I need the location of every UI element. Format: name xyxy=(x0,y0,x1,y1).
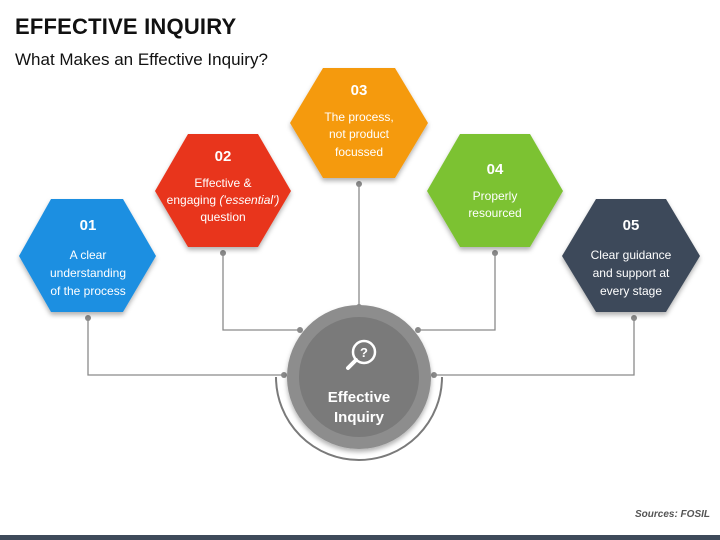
connector-dot xyxy=(281,372,287,378)
connector-01 xyxy=(87,318,284,376)
hex-item-03: 03 The process, not product focussed xyxy=(290,68,428,178)
connector-dot xyxy=(297,327,303,333)
hex-line: focussed xyxy=(335,145,383,159)
hex-number: 02 xyxy=(215,148,232,165)
hub: ? Effective Inquiry xyxy=(275,305,443,461)
connector-04 xyxy=(418,253,496,331)
svg-text:?: ? xyxy=(360,345,368,360)
connector-dot xyxy=(492,250,498,256)
connector-05 xyxy=(434,318,635,376)
connectors xyxy=(87,184,635,376)
page-subtitle: What Makes an Effective Inquiry? xyxy=(15,50,268,69)
hex-number: 01 xyxy=(80,217,97,234)
hex-line: not product xyxy=(329,127,390,141)
hex-number: 03 xyxy=(351,82,368,99)
hex-item-04: 04 Properly resourced xyxy=(427,134,563,247)
hex-line: Properly xyxy=(473,189,518,203)
connector-dot xyxy=(431,372,437,378)
connector-02 xyxy=(222,253,300,331)
hex-line: Effective & xyxy=(194,176,251,190)
connector-dot xyxy=(631,315,637,321)
hex-item-01: 01 A clear understanding of the process xyxy=(19,199,156,312)
hex-line: A clear xyxy=(70,248,107,262)
page-title: EFFECTIVE INQUIRY xyxy=(15,14,237,39)
svg-text:engaging ('essential'): engaging ('essential') xyxy=(167,193,280,207)
connector-dot xyxy=(85,315,91,321)
hex-line-italic: ('essential') xyxy=(219,193,279,207)
hex-line: every stage xyxy=(600,284,662,298)
hex-line: of the process xyxy=(50,284,125,298)
hex-line: Clear guidance xyxy=(591,248,672,262)
hex-number: 05 xyxy=(623,217,640,234)
hub-label-line1: Effective xyxy=(328,389,391,406)
hex-number: 04 xyxy=(487,161,504,178)
hub-label-line2: Inquiry xyxy=(334,409,385,426)
hub-circle xyxy=(299,317,419,437)
hex-item-02: 02 Effective & engaging ('essential') qu… xyxy=(155,134,291,247)
hex-line: question xyxy=(200,210,245,224)
hex-line: The process, xyxy=(324,110,393,124)
connector-dots xyxy=(85,181,637,378)
source-note: Sources: FOSIL xyxy=(634,509,710,520)
hex-item-05: 05 Clear guidance and support at every s… xyxy=(562,199,700,312)
hex-line: resourced xyxy=(468,206,521,220)
connector-dot xyxy=(415,327,421,333)
connector-dot xyxy=(356,181,362,187)
hex-line: understanding xyxy=(50,266,126,280)
bottom-bar xyxy=(0,535,720,540)
connector-dot xyxy=(220,250,226,256)
magnifier-question-icon: ? xyxy=(346,339,377,370)
hex-line: engaging xyxy=(167,193,220,207)
hub-outer-arc xyxy=(275,376,443,461)
hex-line: and support at xyxy=(593,266,670,280)
